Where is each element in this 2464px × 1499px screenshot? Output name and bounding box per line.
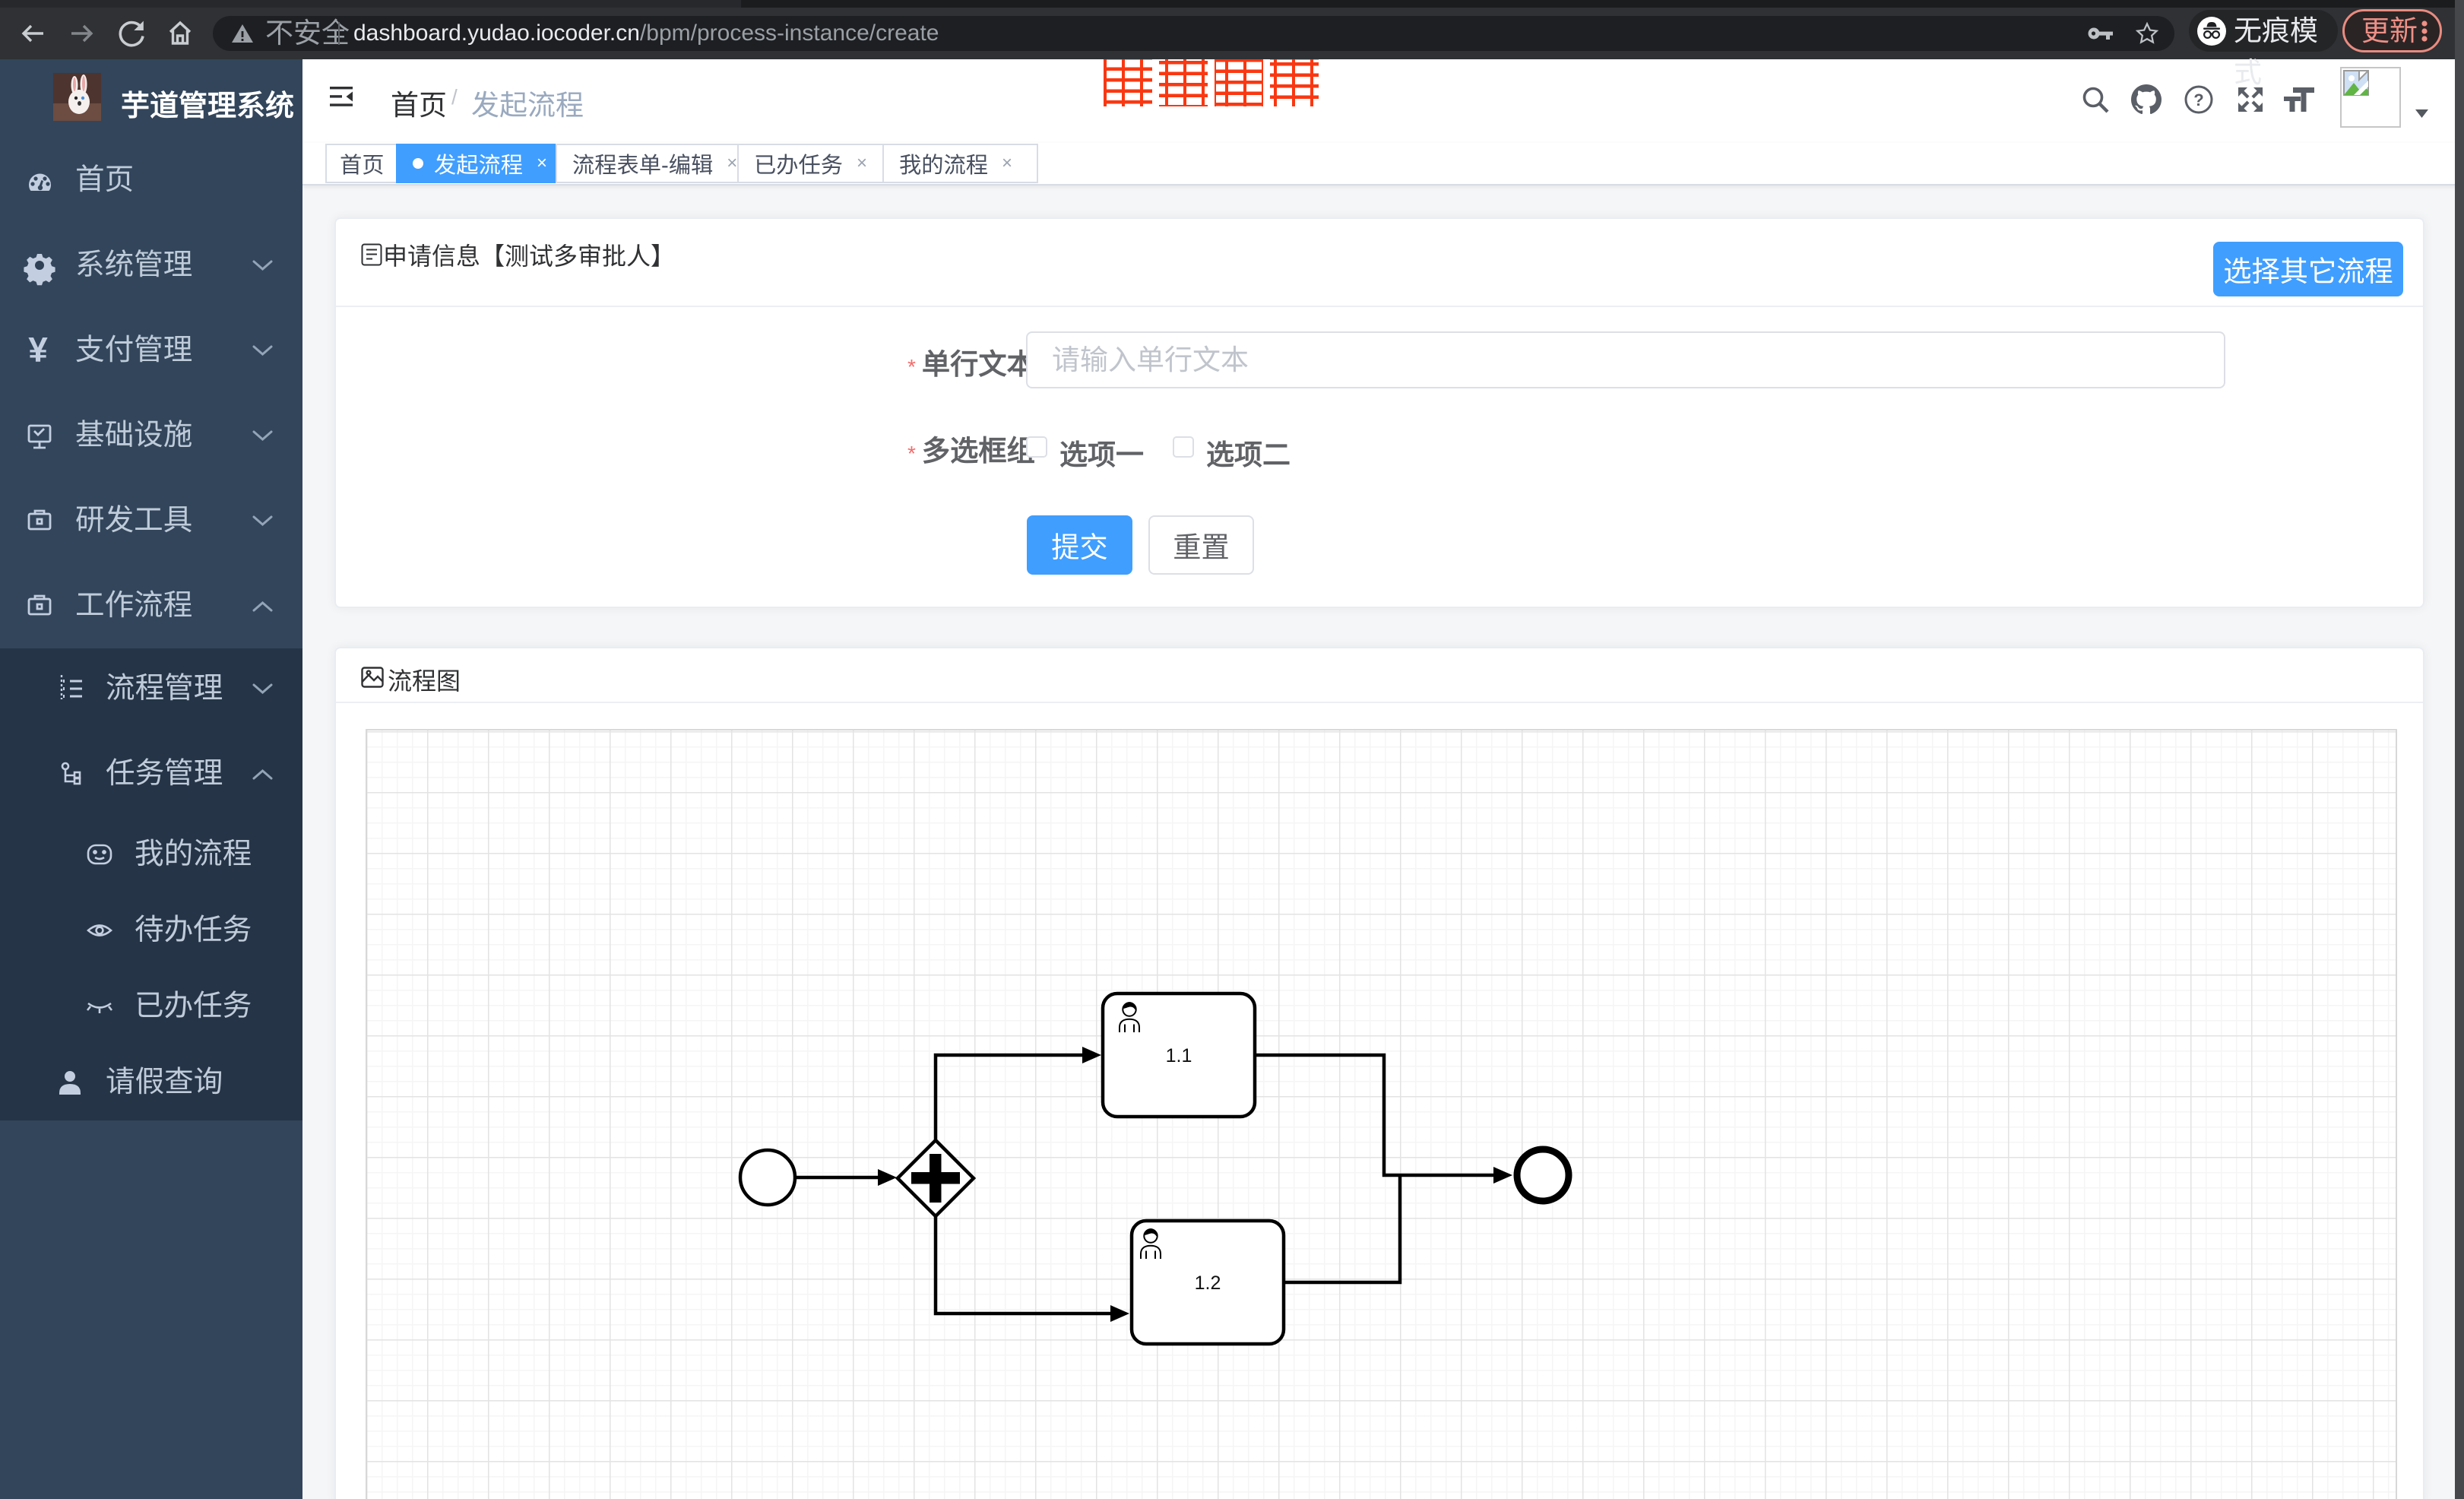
svg-text:?: ?	[2193, 90, 2203, 109]
svg-text:¥: ¥	[28, 330, 48, 369]
svg-text:1.1: 1.1	[1166, 1045, 1192, 1066]
svg-text:1.2: 1.2	[1195, 1272, 1221, 1294]
